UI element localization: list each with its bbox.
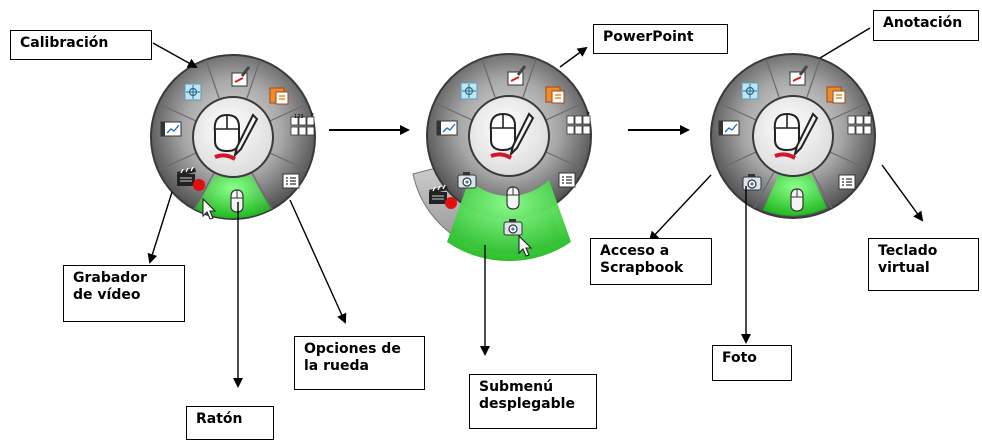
- scrapbook-icon: [160, 121, 182, 137]
- scrapbook-icon: [436, 120, 458, 136]
- label-opciones-rueda: Opciones de la rueda: [294, 336, 425, 390]
- wheel-2: [412, 53, 592, 262]
- options-list-icon: [282, 173, 300, 189]
- keypad-digits: 123: [294, 114, 304, 120]
- label-teclado-virtual: Teclado virtual: [868, 238, 979, 291]
- label-powerpoint: PowerPoint: [593, 24, 728, 54]
- wheel-1: 123: [150, 54, 316, 220]
- label-acceso-scrapbook: Acceso a Scrapbook: [590, 238, 712, 285]
- label-submenu-desplegable: Submenú desplegable: [469, 374, 597, 429]
- leader-anotacion: [819, 27, 871, 59]
- options-list-icon: [838, 174, 856, 190]
- leader-opciones: [289, 199, 347, 324]
- scrapbook-icon: [718, 120, 740, 136]
- calibration-icon: [460, 82, 478, 100]
- mouse-icon: [230, 189, 244, 213]
- leader-scrapbook: [648, 174, 712, 242]
- label-anotacion: Anotación: [873, 10, 979, 41]
- label-calibracion: Calibración: [10, 30, 152, 60]
- leader-grabador: [147, 191, 173, 264]
- label-raton: Ratón: [186, 406, 274, 440]
- calibration-icon: [741, 82, 759, 100]
- options-list-icon: [558, 172, 576, 188]
- label-grabador-video: Grabador de vídeo: [63, 265, 185, 322]
- leader-teclado: [881, 164, 924, 222]
- calibration-icon: [184, 83, 202, 101]
- mouse-icon: [506, 186, 520, 210]
- wheel-3: [710, 53, 876, 219]
- mouse-icon: [790, 188, 804, 212]
- record-dot-icon: [193, 179, 205, 191]
- leader-calibracion: [152, 42, 198, 68]
- leader-powerpoint: [559, 46, 588, 68]
- label-foto: Foto: [712, 345, 792, 381]
- record-dot-icon: [445, 197, 457, 209]
